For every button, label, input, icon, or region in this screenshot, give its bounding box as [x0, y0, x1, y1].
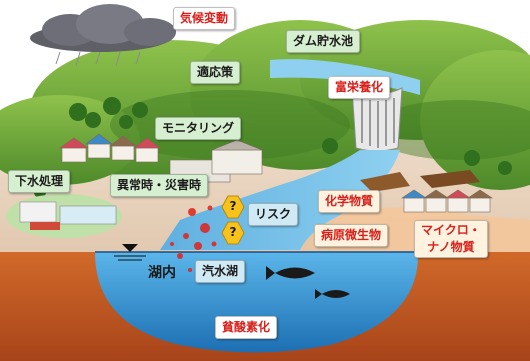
label-text: 病原微生物 [321, 228, 382, 242]
dam-icon [351, 87, 403, 152]
label-text: 下水処理 [15, 174, 64, 188]
label-text: ナノ物質 [427, 240, 475, 254]
eutrophication-label: 富栄養化 [328, 76, 391, 99]
warning-icon: ? [221, 221, 245, 245]
sewage-treatment-label: 下水処理 [8, 170, 71, 193]
label-text: ダム貯水池 [293, 34, 354, 48]
water-level-icon [114, 244, 146, 261]
question-mark: ? [229, 199, 237, 213]
tree-icon [34, 97, 512, 198]
house-icon [59, 133, 161, 163]
label-text: マイクロ・ [421, 223, 481, 237]
lake-interior-label: 湖内 [148, 265, 176, 281]
house-icon [401, 189, 493, 213]
monitoring-label: モニタリング [155, 117, 242, 140]
label-text: 富栄養化 [335, 80, 384, 94]
adaptation-label: 適応策 [190, 61, 241, 84]
emergency-disaster-label: 異常時・災害時 [110, 174, 209, 197]
question-mark: ? [229, 225, 237, 239]
rain [55, 51, 141, 67]
fish-icon [266, 266, 350, 299]
climate-change-label: 気候変動 [173, 7, 236, 30]
anoxia-label: 貧酸素化 [215, 316, 278, 339]
chemicals-label: 化学物質 [318, 190, 381, 213]
lake [95, 252, 419, 353]
river [160, 150, 400, 250]
micro-nano-label: マイクロ・ ナノ物質 [414, 220, 488, 258]
dam-reservoir-label: ダム貯水池 [286, 30, 361, 53]
cloud-icon [30, 4, 176, 52]
brackish-lake-label: 汽水湖 [195, 260, 246, 283]
label-text: モニタリング [162, 121, 235, 135]
label-text: 適応策 [197, 65, 234, 79]
label-text: 気候変動 [180, 11, 229, 25]
label-text: 化学物質 [325, 194, 374, 208]
field-icon [360, 170, 480, 192]
label-text: 汽水湖 [202, 264, 239, 278]
pathogens-label: 病原微生物 [314, 224, 389, 247]
warning-icon: ? [221, 195, 245, 219]
label-text: リスク [255, 207, 292, 221]
label-text: 異常時・災害時 [117, 178, 202, 192]
label-text: 貧酸素化 [222, 320, 271, 334]
risk-label: リスク [248, 203, 299, 226]
pollution-plume [170, 205, 217, 272]
treatment-plant-icon [6, 194, 122, 238]
